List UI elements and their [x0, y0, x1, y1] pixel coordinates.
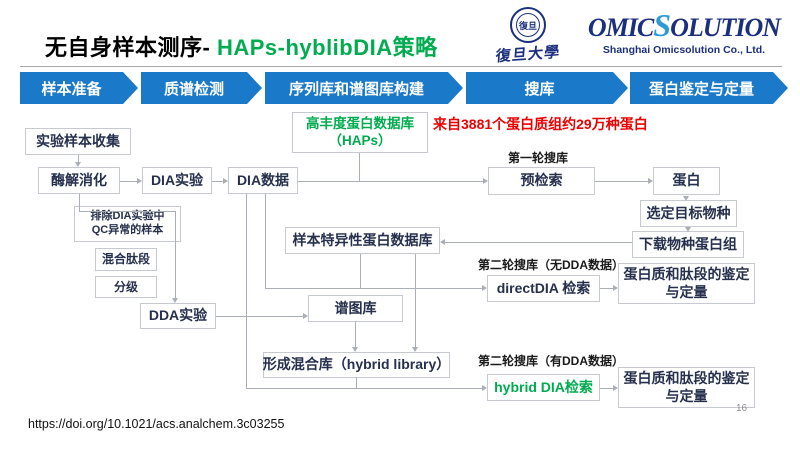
connector-line — [359, 153, 360, 182]
node-dia-data: DIA数据 — [228, 167, 298, 194]
connector-line — [212, 181, 224, 182]
node-sample-specific-db: 样本特异性蛋白数据库 — [285, 227, 440, 254]
header-divider — [20, 66, 782, 67]
connector-line — [175, 211, 176, 298]
logo-s-icon: S — [653, 7, 671, 43]
arrowhead — [352, 347, 358, 352]
label-round1: 第一轮搜库 — [508, 151, 569, 165]
node-spectral-library: 谱图库 — [308, 295, 403, 322]
node-mix-peptides: 混合肽段 — [95, 248, 157, 271]
connector-line — [600, 388, 613, 389]
connector-line — [216, 316, 303, 317]
connector-line — [246, 194, 247, 388]
arrowhead — [172, 298, 178, 303]
connector-line — [415, 254, 416, 347]
connector-line — [298, 181, 483, 182]
page-title: 无自身样本测序- HAPs-hyblibDIA策略 — [45, 30, 438, 62]
connector-line — [445, 242, 632, 243]
connector-line — [246, 388, 482, 389]
connector-line — [78, 155, 79, 163]
node-fractionation: 分级 — [95, 276, 157, 298]
fudan-university-logo: 復旦 復旦大學 — [492, 5, 564, 65]
doi-link[interactable]: https://doi.org/10.1021/acs.analchem.3c0… — [28, 417, 285, 431]
connector-line — [79, 211, 175, 212]
node-protein: 蛋白 — [653, 167, 720, 195]
arrowhead — [685, 227, 691, 232]
arrowhead — [223, 178, 228, 184]
connector-line — [356, 378, 357, 388]
connector-line — [79, 194, 80, 211]
title-black: 无自身样本测序- — [45, 35, 211, 60]
omicsolution-wordmark: OMICSOLUTION — [587, 7, 781, 43]
node-id-quant-top: 蛋白质和肽段的鉴定 与定量 — [618, 263, 755, 304]
connector-line — [360, 254, 361, 288]
node-qc-exclusion: 排除DIA实验中 QC异常的样本 — [74, 206, 181, 242]
connector-line — [120, 181, 138, 182]
arrowhead — [482, 385, 487, 391]
arrowhead — [613, 285, 618, 291]
arrowhead — [137, 178, 142, 184]
arrowhead — [683, 196, 689, 201]
node-hybrid-dia-search: hybrid DIA检索 — [487, 374, 600, 401]
node-haps-database: 高丰度蛋白数据库 （HAPs） — [292, 112, 428, 153]
banner-ms-detection: 质谱检测 — [141, 72, 262, 104]
banner-library-construction: 序列库和谱图库构建 — [265, 72, 463, 104]
arrowhead — [648, 178, 653, 184]
label-haps-note: 来自3881个蛋白质组约29万种蛋白 — [433, 116, 648, 132]
node-directdia-search: directDIA 检索 — [487, 275, 600, 302]
connector-line — [595, 181, 648, 182]
banner-search: 搜库 — [466, 72, 628, 104]
arrowhead — [613, 385, 618, 391]
fudan-seal-icon: 復旦 — [510, 7, 546, 43]
connector-line — [355, 322, 356, 347]
node-hybrid-library: 形成混合库（hybrid library） — [263, 352, 450, 378]
connector-line — [600, 288, 613, 289]
node-select-species: 选定目标物种 — [640, 200, 737, 227]
banner-sample-prep: 样本准备 — [20, 72, 138, 104]
fudan-name: 復旦大學 — [495, 42, 561, 66]
arrowhead — [483, 178, 488, 184]
node-digestion: 酶解消化 — [38, 167, 120, 194]
arrowhead — [75, 162, 81, 167]
connector-line — [265, 288, 482, 289]
node-id-quant-bottom: 蛋白质和肽段的鉴定 与定量 — [618, 367, 755, 408]
arrowhead — [482, 285, 487, 291]
node-pre-search: 预检索 — [488, 167, 595, 195]
node-dia-experiment: DIA实验 — [142, 167, 212, 194]
omicsolution-subtitle: Shanghai Omicsolution Co., Ltd. — [602, 44, 766, 57]
node-sample-collection: 实验样本收集 — [25, 128, 131, 155]
label-round2-with-dda: 第二轮搜库（有DDA数据） — [478, 354, 624, 368]
node-download-proteome: 下载物种蛋白组 — [632, 231, 744, 258]
label-round2-no-dda: 第二轮搜库（无DDA数据） — [478, 258, 624, 272]
omicsolution-logo: OMICSOLUTION Shanghai Omicsolution Co., … — [578, 7, 790, 57]
banner-id-quant: 蛋白鉴定与定量 — [630, 72, 788, 104]
arrowhead — [303, 313, 308, 319]
arrowhead — [440, 239, 445, 245]
title-green: HAPs-hyblibDIA策略 — [210, 35, 438, 60]
node-dda-experiment: DDA实验 — [140, 303, 216, 329]
arrowhead — [412, 347, 418, 352]
connector-line — [265, 194, 266, 288]
page-number: 16 — [736, 403, 748, 414]
